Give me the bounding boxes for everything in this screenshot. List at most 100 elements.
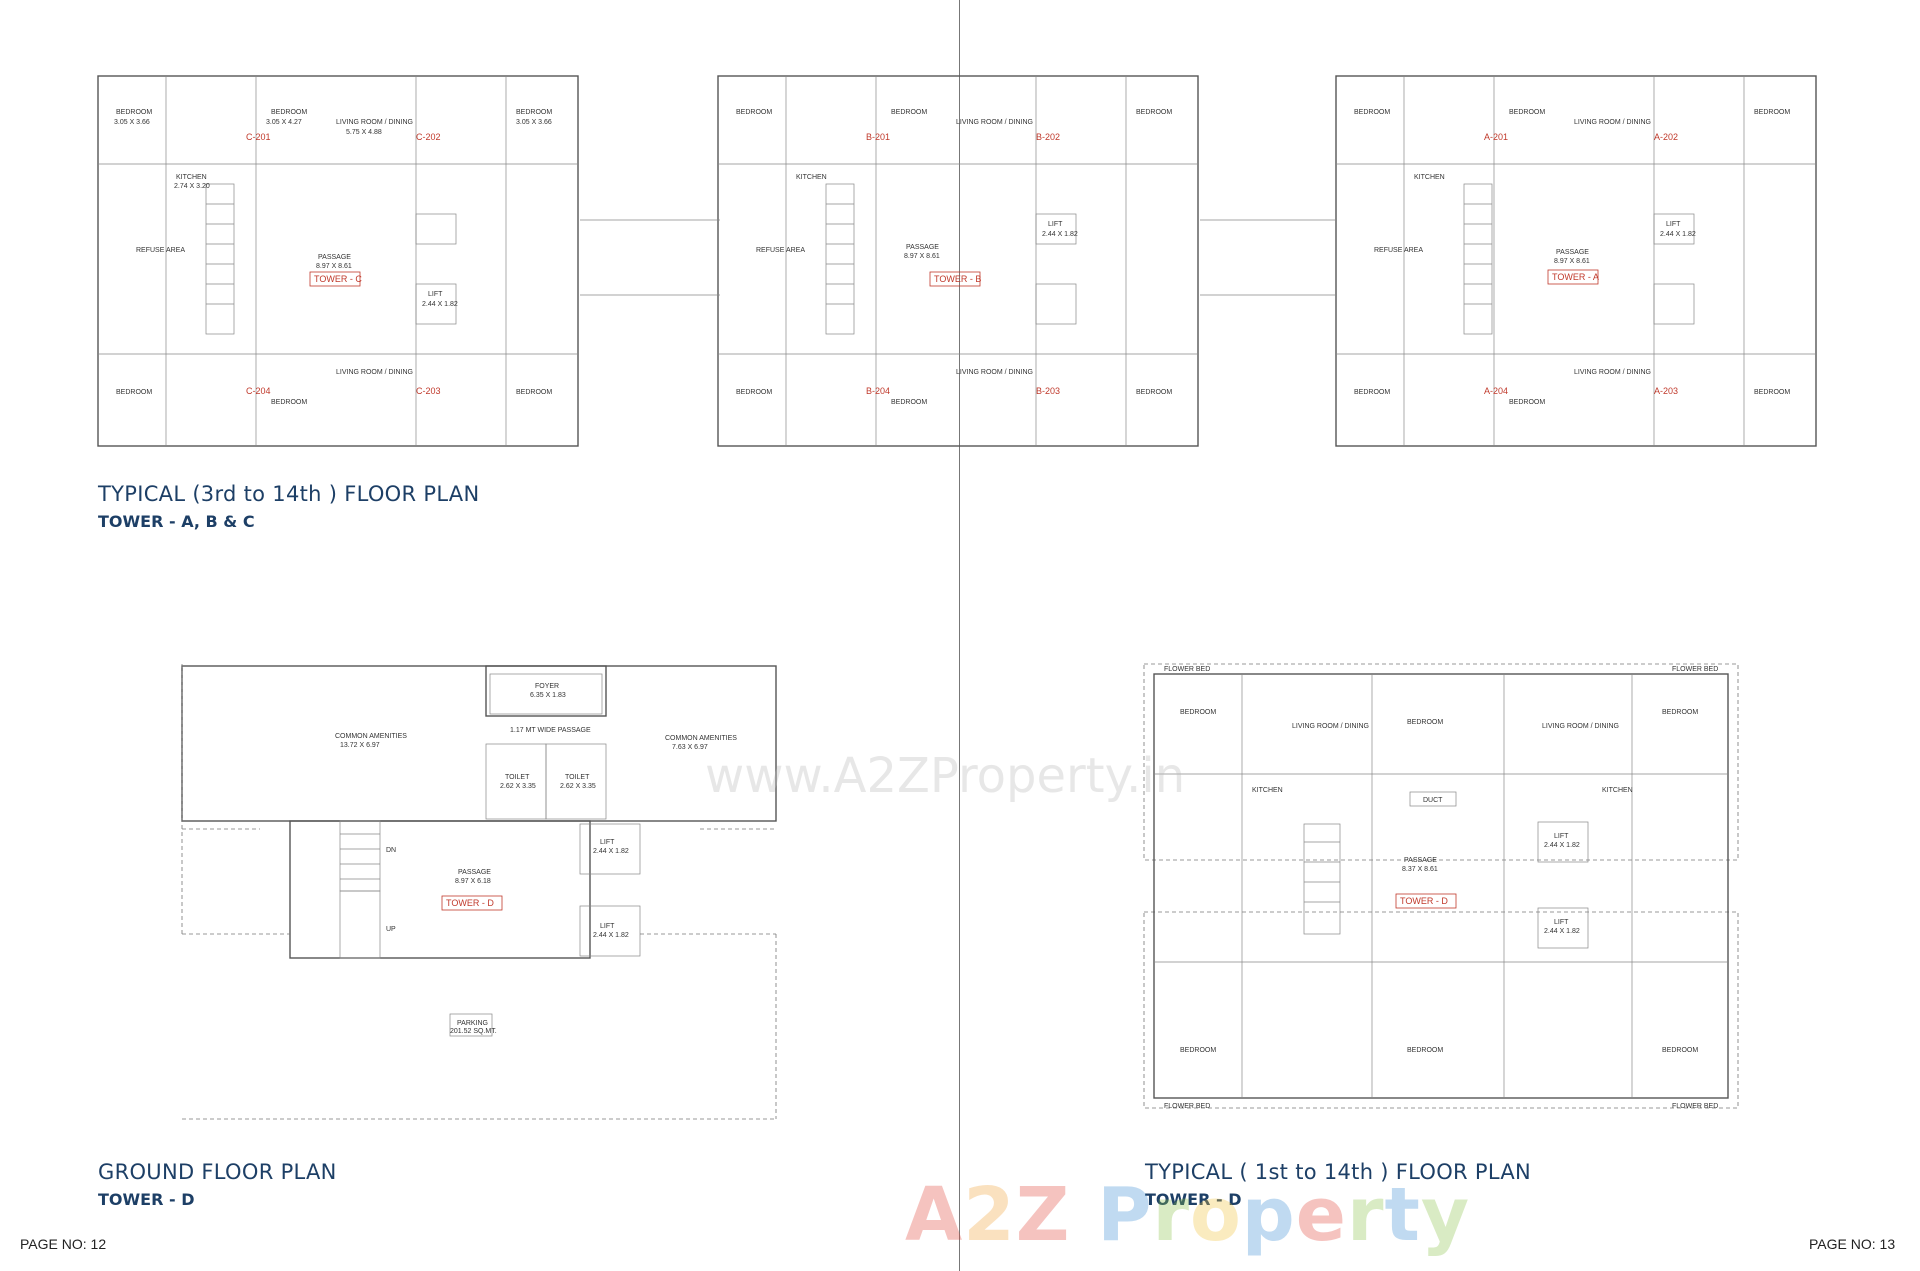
lift-size: 2.44 X 1.82: [1544, 842, 1580, 849]
room-label: BEDROOM: [1180, 709, 1216, 716]
brand-letter: 2: [963, 1172, 1016, 1258]
refuse-area-label: REFUSE AREA: [136, 247, 185, 254]
brand-letter: o: [1189, 1172, 1242, 1258]
lift-size: 2.44 X 1.82: [422, 301, 458, 308]
brand-letter: y: [1420, 1172, 1471, 1258]
amenities-size: 13.72 X 6.97: [340, 742, 380, 749]
brand-letter: p: [1241, 1172, 1296, 1258]
room-label: BEDROOM: [1354, 389, 1390, 396]
room-label: BEDROOM: [1509, 109, 1545, 116]
floor-plan-tower-c: BEDROOM 3.05 X 3.66 BEDROOM 3.05 X 4.27 …: [96, 74, 584, 452]
toilet-size: 2.62 X 3.35: [500, 783, 536, 790]
lift-label: LIFT: [1554, 833, 1569, 840]
room-size: 3.05 X 3.66: [114, 119, 150, 126]
unit-label: A-204: [1484, 386, 1508, 396]
room-label: KITCHEN: [1414, 174, 1445, 181]
passage-label: PASSAGE: [318, 254, 351, 261]
tower-label: TOWER - C: [314, 274, 362, 284]
unit-label: C-203: [416, 386, 441, 396]
brand-letter: Z: [1015, 1172, 1071, 1258]
room-label: LIVING ROOM / DINING: [1292, 723, 1369, 730]
flower-bed-label: FLOWER BED: [1672, 666, 1718, 673]
unit-label: C-201: [246, 132, 271, 142]
plan-title: GROUND FLOOR PLAN: [98, 1160, 337, 1184]
lift-size: 2.44 X 1.82: [593, 932, 629, 939]
room-label: BEDROOM: [891, 399, 927, 406]
room-label: BEDROOM: [1407, 1047, 1443, 1054]
plan-subtitle: TOWER - D: [98, 1190, 195, 1209]
room-size: 5.75 X 4.88: [346, 129, 382, 136]
passage-label: PASSAGE: [1556, 249, 1589, 256]
unit-label: B-201: [866, 132, 890, 142]
passage-label: PASSAGE: [458, 869, 491, 876]
lift-label: LIFT: [600, 839, 615, 846]
room-label: BEDROOM: [1509, 399, 1545, 406]
tower-label: TOWER - A: [1552, 272, 1599, 282]
unit-label: C-202: [416, 132, 441, 142]
unit-label: B-202: [1036, 132, 1060, 142]
room-label: BEDROOM: [1754, 109, 1790, 116]
unit-label: A-203: [1654, 386, 1678, 396]
tower-label: TOWER - B: [934, 274, 981, 284]
room-label: BEDROOM: [1354, 109, 1390, 116]
room-label: BEDROOM: [736, 389, 772, 396]
refuse-area-label: REFUSE AREA: [1374, 247, 1423, 254]
lift-size: 2.44 X 1.82: [1042, 231, 1078, 238]
tower-connector-lines: [580, 219, 1336, 296]
typical-floor-plan-tower-d: BEDROOM BEDROOM LIVING ROOM / DINING LIV…: [1142, 662, 1742, 1112]
room-label: BEDROOM: [891, 109, 927, 116]
refuse-area-label: REFUSE AREA: [756, 247, 805, 254]
room-size: 2.74 X 3.20: [174, 183, 210, 190]
passage-size: 8.37 X 8.61: [1402, 866, 1438, 873]
brand-letter: e: [1295, 1172, 1347, 1258]
flower-bed-label: FLOWER BED: [1164, 1103, 1210, 1110]
unit-label: B-204: [866, 386, 890, 396]
room-label: LIVING ROOM / DINING: [1542, 723, 1619, 730]
tower-label: TOWER - D: [1400, 896, 1448, 906]
lift-label: LIFT: [1048, 221, 1063, 228]
lift-size: 2.44 X 1.82: [1544, 928, 1580, 935]
passage-label: PASSAGE: [906, 244, 939, 251]
room-label: BEDROOM: [736, 109, 772, 116]
floor-plan-tower-b: BEDROOM BEDROOM LIVING ROOM / DINING KIT…: [716, 74, 1204, 452]
passage-size: 8.97 X 6.18: [455, 878, 491, 885]
room-label: LIVING ROOM / DINING: [1574, 369, 1651, 376]
room-label: BEDROOM: [516, 389, 552, 396]
watermark-text: www.A2ZProperty.in: [705, 748, 1186, 804]
room-label: BEDROOM: [271, 109, 307, 116]
room-label: BEDROOM: [1407, 719, 1443, 726]
room-label: KITCHEN: [796, 174, 827, 181]
room-label: BEDROOM: [116, 109, 152, 116]
unit-label: A-202: [1654, 132, 1678, 142]
page-number-left: PAGE NO: 12: [20, 1236, 107, 1252]
room-label: KITCHEN: [1602, 787, 1633, 794]
parking-size: 201.52 SQ.MT.: [450, 1028, 497, 1035]
room-label: BEDROOM: [1754, 389, 1790, 396]
room-size: 3.05 X 3.66: [516, 119, 552, 126]
room-size: 3.05 X 4.27: [266, 119, 302, 126]
brand-letter: r: [1346, 1172, 1385, 1258]
plan-title: TYPICAL (3rd to 14th ) FLOOR PLAN: [98, 482, 480, 506]
stair-up-label: UP: [386, 926, 396, 933]
room-label: BEDROOM: [1662, 1047, 1698, 1054]
plan-title: TYPICAL ( 1st to 14th ) FLOOR PLAN: [1145, 1160, 1532, 1184]
room-label: LIVING ROOM / DINING: [336, 119, 413, 126]
room-label: BEDROOM: [516, 109, 552, 116]
lift-label: LIFT: [1554, 919, 1569, 926]
unit-label: C-204: [246, 386, 271, 396]
room-label: BEDROOM: [1662, 709, 1698, 716]
lift-label: LIFT: [428, 291, 443, 298]
plan-subtitle: TOWER - D: [1145, 1190, 1242, 1209]
amenities-label: COMMON AMENITIES: [335, 733, 407, 740]
lift-size: 2.44 X 1.82: [1660, 231, 1696, 238]
toilet-label: TOILET: [565, 774, 590, 781]
floor-plan-tower-a: BEDROOM BEDROOM LIVING ROOM / DINING KIT…: [1334, 74, 1822, 452]
tower-label: TOWER - D: [446, 898, 494, 908]
room-label: BEDROOM: [271, 399, 307, 406]
brand-letter: A: [905, 1172, 964, 1258]
room-label: BEDROOM: [1136, 389, 1172, 396]
room-label: BEDROOM: [116, 389, 152, 396]
brand-letter: P: [1070, 1172, 1153, 1258]
room-label: LIVING ROOM / DINING: [336, 369, 413, 376]
page-number-right: PAGE NO: 13: [1809, 1236, 1896, 1252]
